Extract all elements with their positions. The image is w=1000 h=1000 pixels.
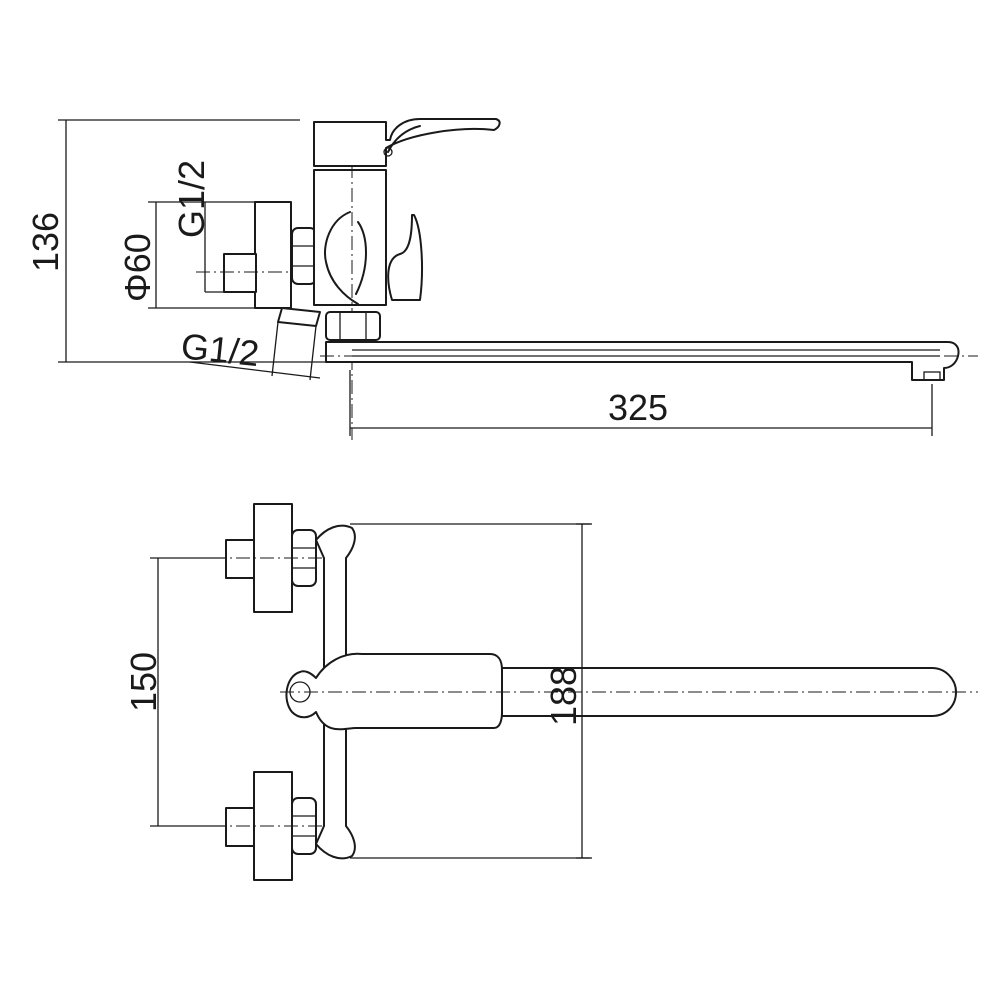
dimension-325-label: 325 xyxy=(608,387,668,428)
eccentric-nut xyxy=(291,227,317,285)
spout-top xyxy=(280,667,978,717)
diameter-60-label: Φ60 xyxy=(117,233,158,302)
inlet-pipe: G1/2 xyxy=(179,307,321,381)
dimension-136-label: 136 xyxy=(25,212,66,272)
upper-inlet xyxy=(212,503,340,613)
spout-side xyxy=(320,341,978,381)
valve-body xyxy=(313,140,423,440)
top-view: 150 xyxy=(123,503,978,881)
lower-inlet xyxy=(212,771,340,881)
thread-bottom-label: G1/2 xyxy=(179,325,261,374)
side-view: 136 Φ60 G1/2 xyxy=(25,118,978,440)
thread-top-label: G1/2 xyxy=(171,160,212,238)
dimension-150-label: 150 xyxy=(123,652,164,712)
dimension-overall-width: 188 xyxy=(543,523,592,859)
dimension-188-label: 188 xyxy=(543,666,584,726)
spout-nut xyxy=(325,311,381,341)
dimension-height: 136 xyxy=(25,119,340,363)
dimension-length: 325 xyxy=(349,370,933,436)
handle-lever xyxy=(313,118,501,167)
